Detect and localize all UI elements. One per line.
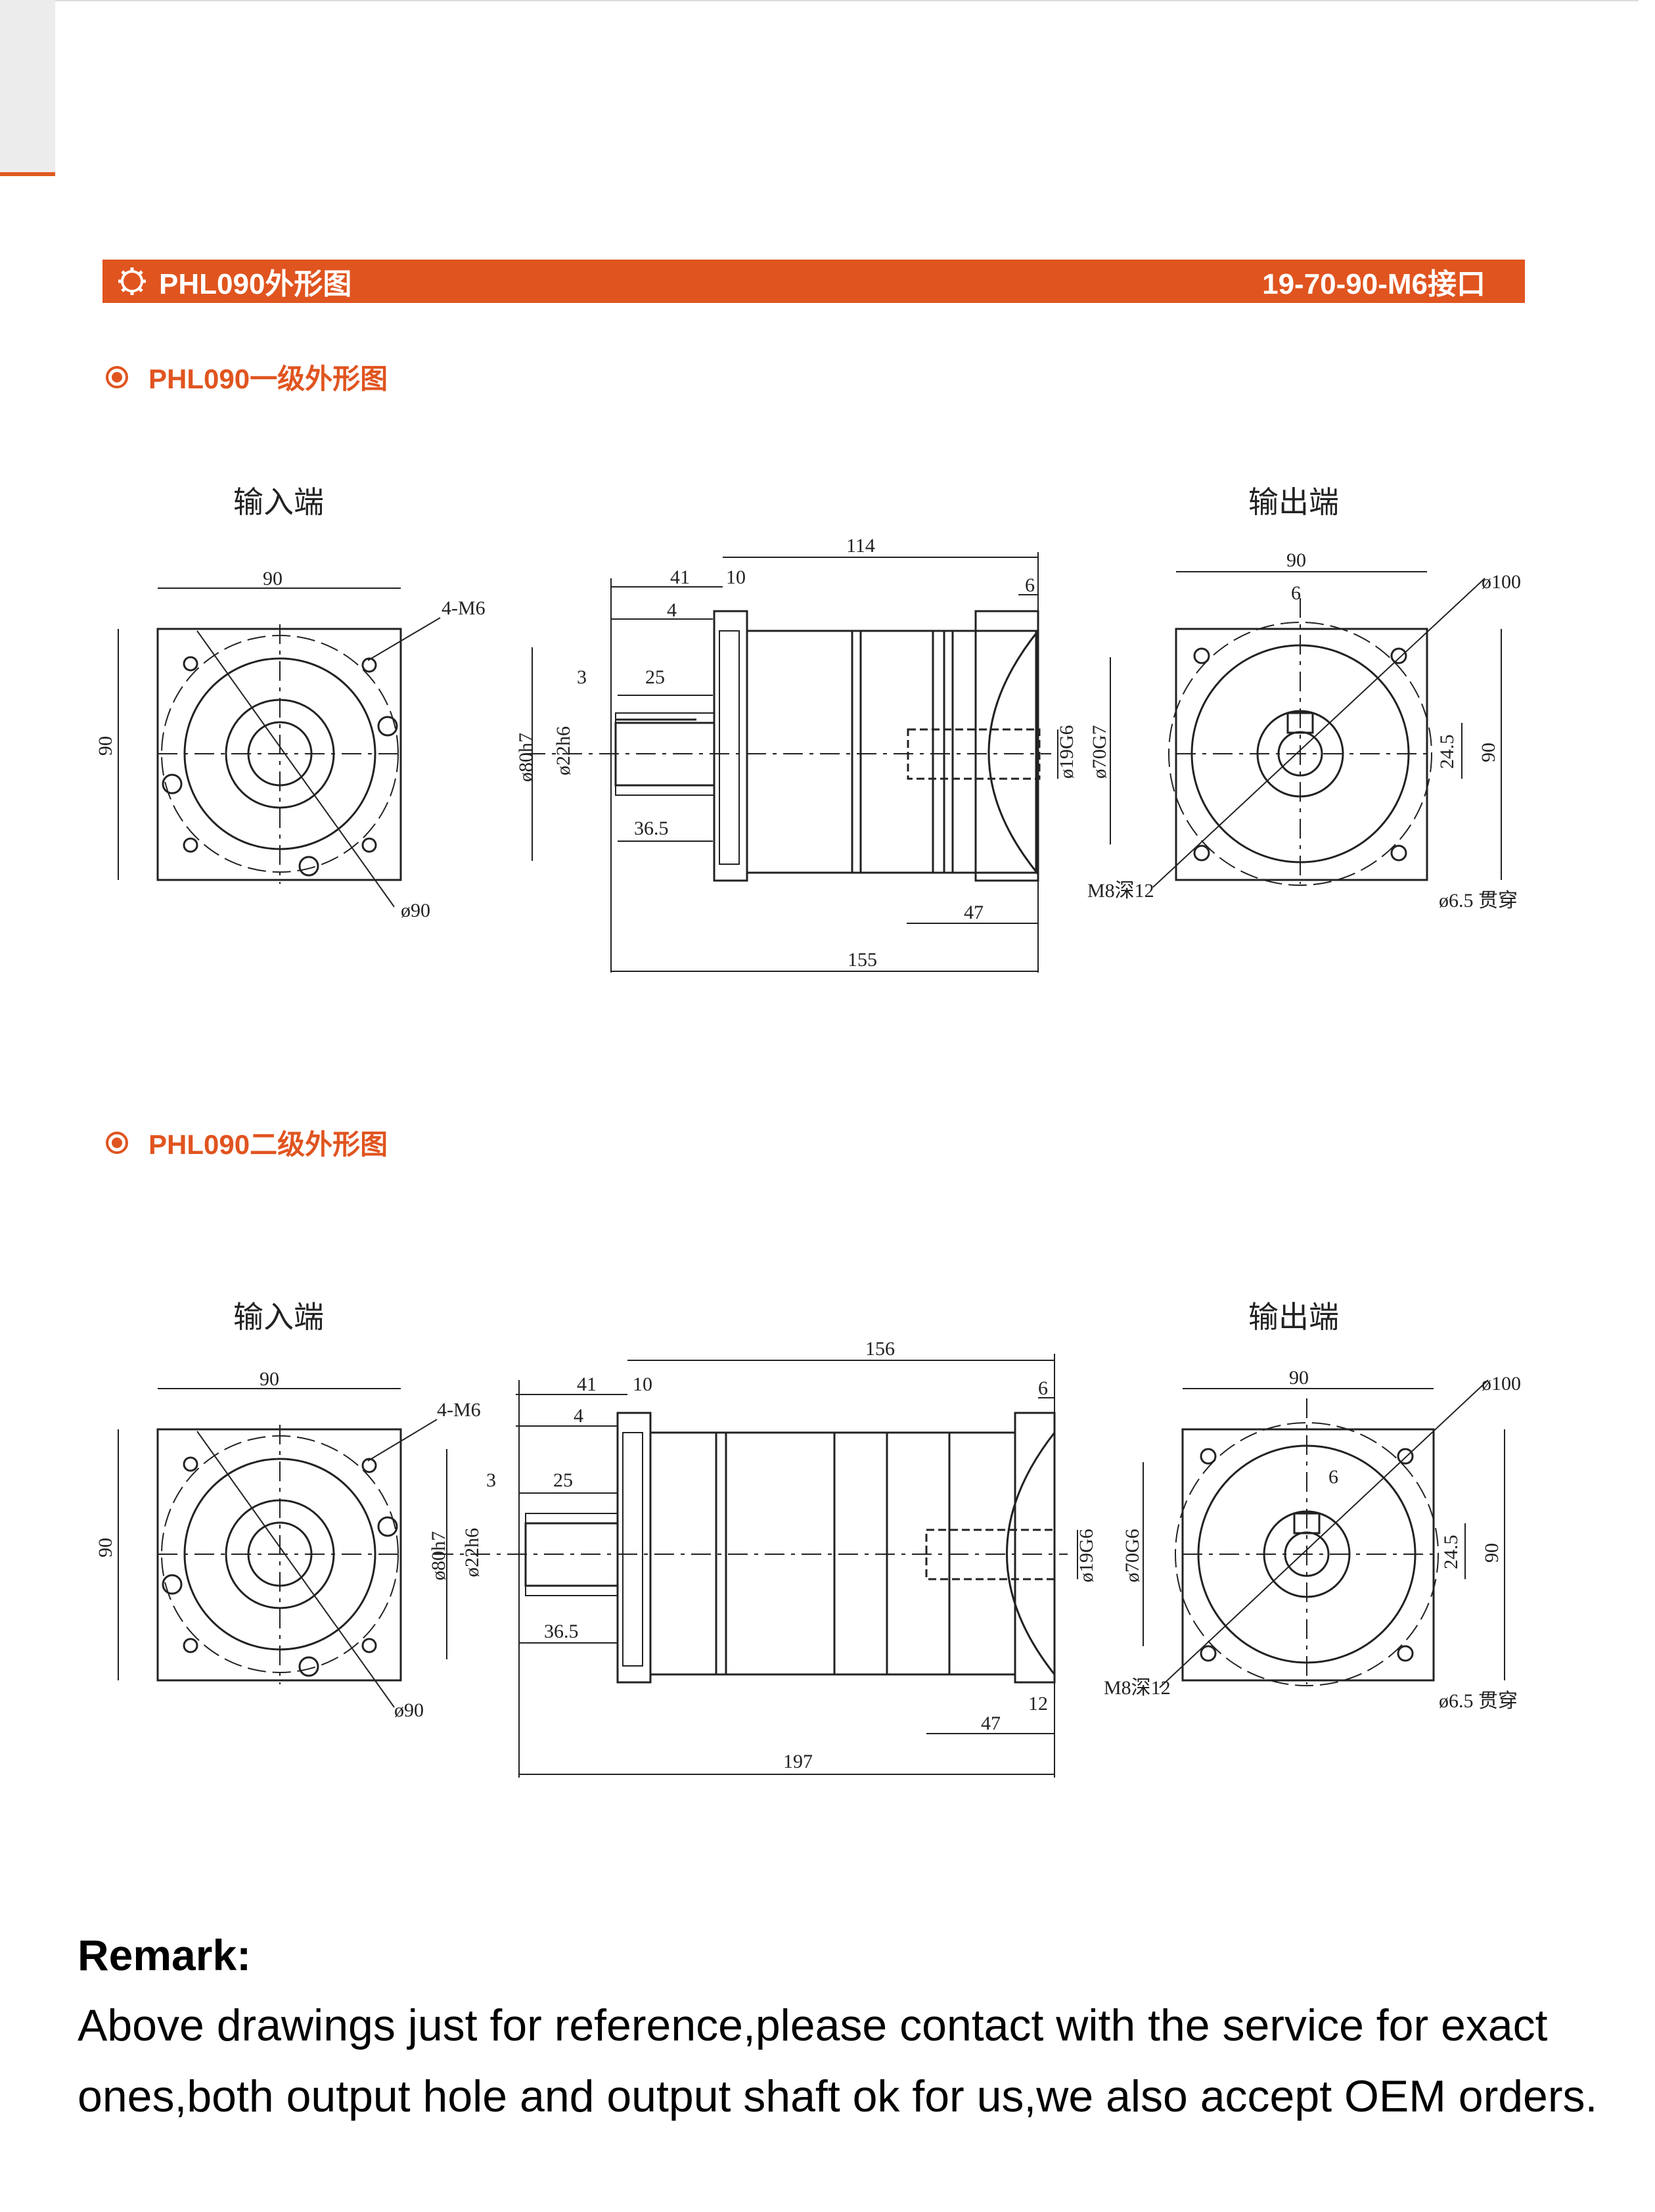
- top-rule: [55, 0, 1639, 1]
- dim-25: 25: [553, 1469, 573, 1491]
- output-end-label: 输出端: [1248, 486, 1339, 519]
- section1-title: PHL090一级外形图: [148, 363, 388, 394]
- dia-80-dim: ø80h7: [428, 1531, 449, 1580]
- header-banner: PHL090外形图 19-70-90-M6接口: [102, 260, 1525, 303]
- dim-47: 47: [964, 902, 984, 923]
- length-top-dim: 156: [865, 1338, 895, 1360]
- page-tab-marker: [0, 0, 55, 172]
- input-height-dim: 90: [95, 736, 116, 756]
- output-height-dim: 90: [1478, 743, 1499, 762]
- dim-4: 4: [667, 599, 677, 621]
- interface-spec: 19-70-90-M6接口: [1262, 268, 1485, 300]
- dim-12: 12: [1028, 1693, 1048, 1715]
- output-width-dim: 90: [1289, 1367, 1309, 1389]
- length-overall-dim: 197: [783, 1751, 813, 1772]
- bullet-icon: [106, 365, 128, 388]
- dia-70-dim: ø70G7: [1089, 725, 1110, 779]
- input-width-dim: 90: [260, 1368, 279, 1390]
- page-title: PHL090外形图: [159, 268, 352, 300]
- remark-body: Above drawings just for reference,please…: [78, 2000, 1598, 2121]
- input-end-label: 输入端: [233, 1301, 324, 1334]
- dim-47: 47: [981, 1713, 1001, 1734]
- dim-10: 10: [633, 1373, 652, 1395]
- remark-title: Remark:: [78, 1931, 252, 1979]
- two-stage-svg: 输入端 输出端 90 90 4-M6 ø90 156 41 10 4 6 3 2…: [95, 1301, 1521, 1778]
- dia-19-dim: ø19G6: [1076, 1529, 1097, 1582]
- dim-41: 41: [577, 1373, 597, 1395]
- input-pcd-dim: ø90: [401, 900, 430, 921]
- input-thread-dim: 4-M6: [437, 1399, 481, 1421]
- length-overall-dim: 155: [848, 949, 877, 971]
- dia-80-dim: ø80h7: [515, 733, 537, 782]
- dia-22-dim: ø22h6: [461, 1528, 483, 1577]
- dim-36-5: 36.5: [634, 818, 669, 839]
- dim-4: 4: [574, 1405, 583, 1427]
- input-width-dim: 90: [263, 568, 283, 589]
- output-thread-dim: M8深12: [1087, 880, 1154, 902]
- single-stage-svg: 输入端 输出端 90 90 4-M6 ø90 114 41 10 4 6 3 2…: [95, 486, 1521, 973]
- output-height-dim: 90: [1481, 1543, 1503, 1563]
- dim-41: 41: [670, 566, 690, 588]
- dim-6: 6: [1025, 574, 1035, 596]
- output-thread-dim: M8深12: [1104, 1677, 1171, 1699]
- section2-heading: PHL090二级外形图: [105, 1122, 388, 1163]
- output-dia-dim: ø100: [1482, 1373, 1521, 1394]
- dim-3: 3: [486, 1469, 496, 1491]
- output-hole-dim: ø6.5 贯穿: [1439, 1690, 1518, 1712]
- dim-10: 10: [726, 566, 746, 588]
- remark-block: Remark: Above drawings just for referenc…: [78, 1925, 1608, 2132]
- output-dia-dim: ø100: [1482, 571, 1521, 593]
- output-hole-dim: ø6.5 贯穿: [1439, 890, 1518, 911]
- input-pcd-dim: ø90: [394, 1699, 424, 1721]
- gear-icon: [118, 267, 146, 295]
- output-end-label: 输出端: [1248, 1301, 1339, 1334]
- single-stage-drawing: 输入端 输出端 90 90 4-M6 ø90 114 41 10 4 6 3 2…: [0, 460, 1655, 1025]
- output-key-dim: 6: [1328, 1466, 1338, 1488]
- dim-36-5: 36.5: [544, 1621, 579, 1642]
- bullet-icon: [106, 1131, 128, 1154]
- output-width-dim: 90: [1286, 549, 1306, 571]
- two-stage-drawing: 输入端 输出端 90 90 4-M6 ø90 156 41 10 4 6 3 2…: [0, 1268, 1655, 1794]
- dim-3: 3: [577, 666, 587, 688]
- page-tab-accent: [0, 172, 55, 176]
- input-height-dim: 90: [95, 1538, 116, 1557]
- output-key-height-dim: 24.5: [1440, 1535, 1462, 1570]
- section2-title: PHL090二级外形图: [148, 1129, 388, 1160]
- output-key-dim: 6: [1291, 582, 1301, 604]
- dim-6: 6: [1038, 1377, 1048, 1399]
- input-thread-dim: 4-M6: [442, 597, 486, 619]
- dim-25: 25: [645, 666, 665, 688]
- output-key-height-dim: 24.5: [1436, 735, 1458, 770]
- dia-19-dim: ø19G6: [1056, 725, 1077, 779]
- dia-22-dim: ø22h6: [553, 726, 574, 775]
- section1-heading: PHL090一级外形图: [105, 357, 388, 397]
- input-end-label: 输入端: [233, 486, 324, 519]
- dia-70-dim: ø70G6: [1122, 1529, 1143, 1582]
- length-top-dim: 114: [846, 535, 875, 557]
